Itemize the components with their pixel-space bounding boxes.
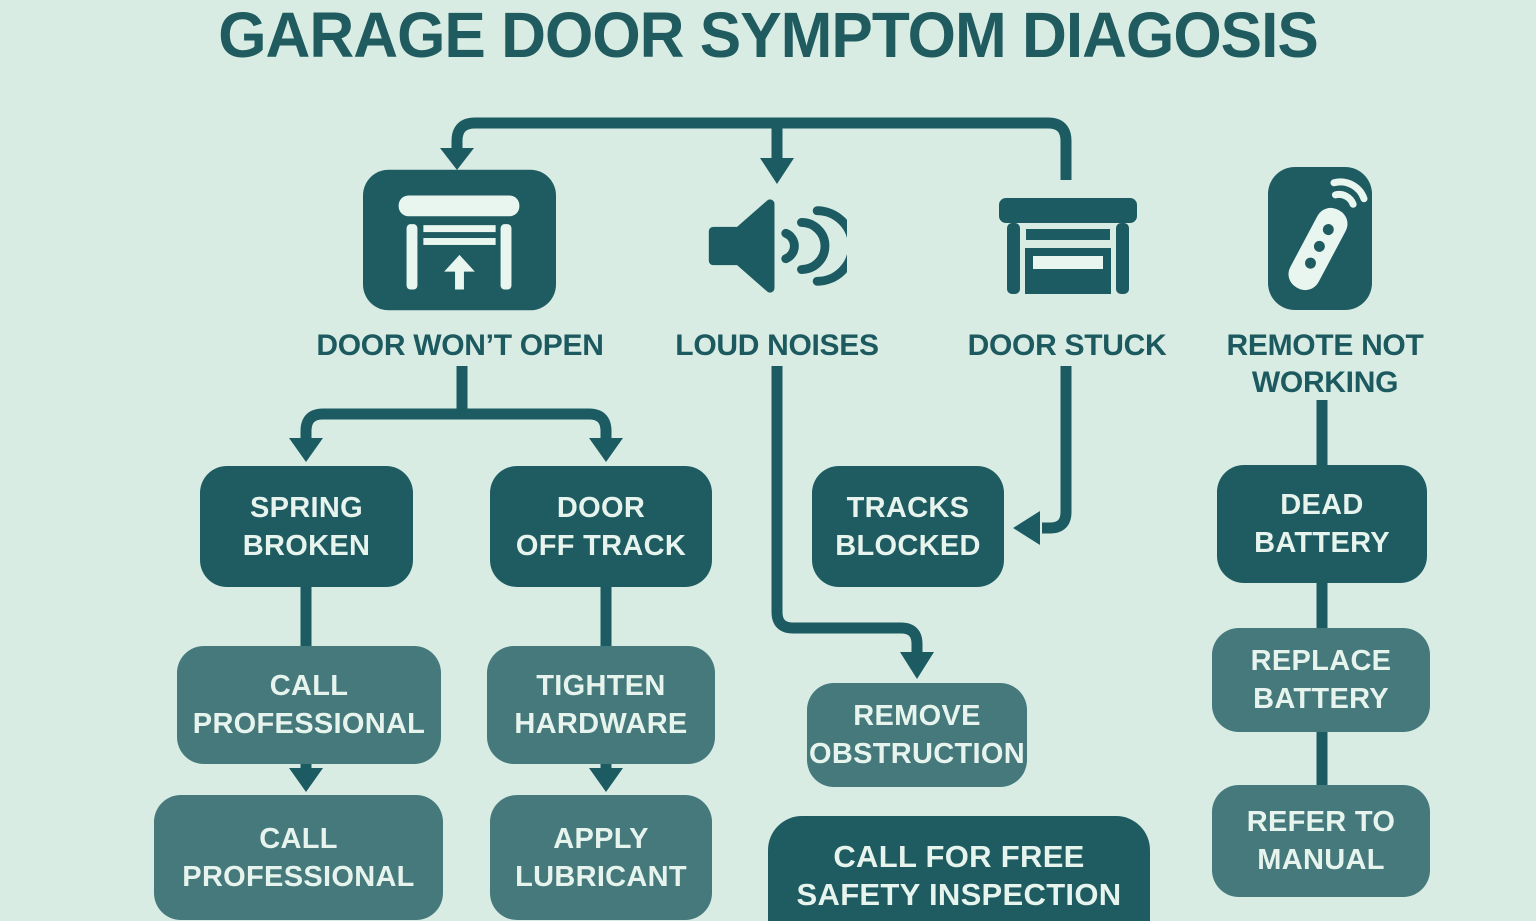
arrowhead-to-callprofessional2: [289, 768, 323, 792]
node-call-professional-2: CALL PROFESSIONAL: [154, 795, 443, 920]
safety-inspection-cta: CALL FOR FREE SAFETY INSPECTION: [768, 816, 1150, 921]
symptom-label-loud-noises: LOUD NOISES: [675, 329, 879, 362]
node-tracks-blocked: TRACKS BLOCKED: [812, 466, 1004, 587]
symptom-label-door-stuck: DOOR STUCK: [967, 329, 1167, 362]
node-apply-lubricant: APPLY LUBRICANT: [490, 795, 712, 920]
arrowhead-to-applylubricant: [589, 768, 623, 792]
node-refer-to-manual: REFER TO MANUAL: [1212, 785, 1430, 897]
speaker-volume-icon: [701, 196, 857, 296]
node-spring-broken: SPRING BROKEN: [200, 466, 413, 587]
garage-door-closed-icon: [995, 196, 1141, 296]
node-remove-obstruction: REMOVE OBSTRUCTION: [807, 683, 1027, 787]
symptom-label-door-wont-open: DOOR WON’T OPEN: [316, 329, 604, 362]
arrowhead-to-speaker-icon: [760, 158, 794, 184]
edge-loudnoises-to-removeobstruction: [771, 366, 923, 654]
remote-control-icon: [1268, 167, 1372, 310]
node-call-professional-1: CALL PROFESSIONAL: [177, 646, 441, 764]
symptom-label-remote-not-working: REMOTE NOT WORKING: [1226, 329, 1424, 399]
node-replace-battery: REPLACE BATTERY: [1212, 628, 1430, 732]
arrowhead-to-doorofftrack: [589, 438, 623, 462]
arrowhead-to-tracksblocked: [1013, 511, 1040, 545]
arrowhead-to-springbroken: [289, 438, 323, 462]
arrowhead-to-removeobstruction: [900, 652, 934, 679]
node-dead-battery: DEAD BATTERY: [1217, 465, 1427, 583]
page-title: GARAGE DOOR SYMPTOM DIAGOSIS: [218, 0, 1319, 71]
edge-top-branch: [451, 117, 1072, 180]
arrowhead-to-doorwontopen-icon: [440, 148, 474, 170]
edge-doorstuck-to-tracksblocked: [1042, 366, 1072, 534]
node-tighten-hardware: TIGHTEN HARDWARE: [487, 646, 715, 764]
garage-door-opening-icon: [363, 169, 556, 311]
node-door-off-track: DOOR OFF TRACK: [490, 466, 712, 587]
edge-doorwontopen-split: [300, 408, 612, 440]
